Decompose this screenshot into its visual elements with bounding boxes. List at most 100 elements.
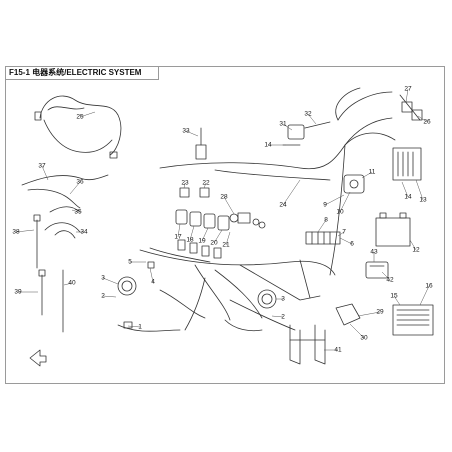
callout-number: 37: [38, 163, 46, 170]
callout-number: 31: [279, 121, 287, 128]
leader-line: [401, 181, 409, 198]
leader-line: [213, 229, 223, 244]
callout-number: 39: [14, 289, 22, 296]
leader-line: [381, 271, 391, 281]
leader-line: [409, 239, 417, 251]
leader-line: [415, 179, 424, 201]
leader-line: [149, 267, 154, 283]
callout-number: 14: [264, 142, 272, 149]
callout-number: 23: [181, 180, 189, 187]
sensor-22: [199, 187, 210, 198]
leader-line: [185, 130, 199, 137]
leader-line: [405, 88, 409, 103]
callout-number: 10: [336, 209, 344, 216]
leader-line: [339, 191, 351, 213]
callout-number: 43: [370, 249, 378, 256]
main-wire-harness: [117, 87, 396, 332]
cable-34: [44, 222, 81, 233]
callout-number: 1: [138, 324, 142, 331]
connector-1: [123, 321, 133, 329]
leader-line: [339, 237, 353, 245]
wire-loop-25: [34, 95, 122, 159]
probe-38: [33, 214, 41, 269]
leader-line: [393, 295, 401, 306]
callout-number: 2: [101, 293, 105, 300]
callout-number: 3: [281, 296, 285, 303]
diagram-title: F15-1 电器系统/ELECTRIC SYSTEM: [5, 66, 159, 80]
probe-39: [38, 269, 46, 316]
leader-line: [63, 282, 73, 286]
leader-line: [337, 231, 345, 237]
callout-number: 21: [222, 242, 230, 249]
ignition-switch-31: [282, 124, 305, 146]
callout-number: 35: [74, 209, 82, 216]
battery-12: [375, 212, 411, 247]
leader-line: [282, 123, 293, 131]
callout-number: 11: [369, 169, 376, 176]
callout-number: 5: [128, 259, 132, 266]
callout-number: 41: [334, 347, 342, 354]
relay-row: [175, 209, 230, 259]
connector-4: [147, 261, 155, 269]
callout-number: 32: [304, 111, 312, 118]
callout-number: 9: [323, 202, 327, 209]
sensor-33: [195, 127, 207, 160]
callout-number: 7: [342, 229, 346, 236]
leader-line: [317, 219, 327, 233]
callout-number: 13: [419, 197, 427, 204]
cable-34b: [54, 230, 76, 239]
horn-left: [117, 276, 137, 296]
cable-35: [49, 206, 81, 213]
callout-number: 18: [186, 237, 194, 244]
leader-line: [102, 277, 119, 285]
leader-line: [417, 115, 428, 123]
leader-line: [225, 231, 231, 246]
leader-line: [203, 182, 207, 189]
callout-number: 8: [324, 217, 328, 224]
leader-line: [357, 311, 381, 317]
callout-number: 27: [404, 86, 412, 93]
callout-number: 15: [390, 293, 398, 300]
cable-37: [21, 174, 109, 186]
mount-frame-41: [289, 324, 326, 365]
leader-line: [183, 182, 186, 189]
leader-line: [271, 315, 284, 318]
leader-line: [324, 194, 345, 206]
callout-number: 40: [68, 280, 76, 287]
leader-line: [71, 209, 79, 213]
callout-number: 16: [425, 283, 433, 290]
leader-line: [201, 227, 209, 242]
callout-number: 33: [182, 128, 190, 135]
leader-line: [69, 181, 81, 195]
callout-number: 17: [174, 234, 182, 241]
rear-light-assembly: [399, 94, 423, 121]
callout-number: 30: [360, 335, 368, 342]
direction-icon: [29, 349, 47, 367]
leader-line: [41, 165, 49, 181]
leader-line: [177, 223, 181, 238]
callout-number: 26: [423, 119, 431, 126]
callout-number: 19: [198, 238, 206, 245]
leader-line: [419, 285, 430, 306]
leader-line: [102, 295, 117, 298]
callout-number: 20: [210, 240, 218, 247]
sensor-23: [179, 187, 190, 198]
cable-36: [27, 188, 81, 209]
callout-number: 2: [281, 314, 285, 321]
callout-number: 36: [76, 179, 84, 186]
callout-number: 22: [202, 180, 210, 187]
regulator-13: [392, 147, 422, 181]
leader-line: [282, 179, 301, 206]
leader-line: [349, 323, 365, 339]
diagram-frame: [5, 66, 445, 384]
leader-line: [223, 196, 235, 215]
callout-number: 6: [350, 241, 354, 248]
module-42: [365, 261, 389, 279]
fuse-box: [305, 231, 341, 245]
callout-number: 3: [101, 275, 105, 282]
leader-line: [361, 171, 373, 179]
ecu-box: [392, 304, 434, 336]
callout-number: 28: [220, 194, 228, 201]
